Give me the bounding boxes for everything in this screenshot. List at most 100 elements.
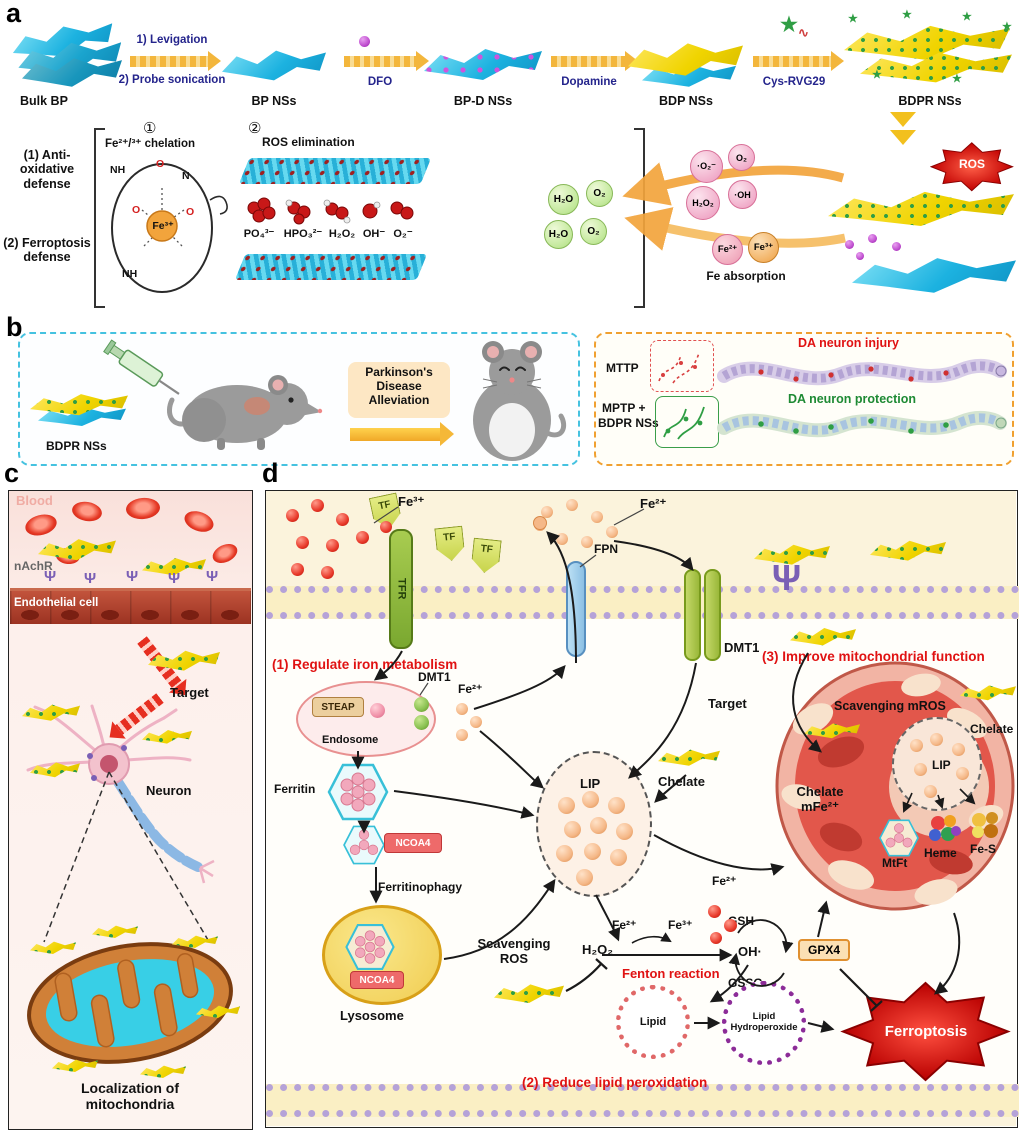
bp-ns-icon bbox=[222, 50, 326, 81]
fe2-label: Fe²⁺ bbox=[717, 244, 738, 255]
flow-arrow-icon bbox=[344, 51, 429, 71]
alleviation-box bbox=[348, 362, 450, 418]
defense-1-label: (1) Anti-oxidative defense bbox=[2, 148, 92, 191]
fe2-sphere bbox=[956, 767, 969, 780]
lip-label: LIP bbox=[580, 776, 601, 791]
product-label: H₂O bbox=[553, 194, 574, 205]
injured-neuron-box bbox=[650, 340, 714, 392]
worm-comparison-box bbox=[594, 332, 1014, 466]
ros-species-label: O₂ bbox=[736, 152, 747, 163]
circled-2: ② bbox=[248, 120, 262, 137]
dfo-molecule-icon bbox=[868, 234, 877, 243]
fe2-endosome-label: Fe²⁺ bbox=[458, 682, 483, 696]
target-label-d: Target bbox=[708, 696, 747, 711]
atom-o: O bbox=[186, 206, 195, 218]
section-1-label: (1) Regulate iron metabolism bbox=[272, 657, 458, 672]
endothelial-band bbox=[10, 588, 251, 624]
ncoa4-label: NCOA4 bbox=[395, 837, 431, 849]
scavenging-ros-label: Scavenging ROS bbox=[472, 936, 556, 967]
fe2-sphere bbox=[564, 821, 581, 838]
chelation-label: Fe²⁺/³⁺ chelation bbox=[104, 138, 196, 150]
h2o2-label: H₂O₂ bbox=[582, 942, 614, 957]
bdpr-ns-icon: ★ ★ ★ ★ ★ ★ bbox=[842, 9, 1018, 92]
fe3-label: Fe³⁺ bbox=[753, 242, 774, 253]
bulk-bp-label: Bulk BP bbox=[20, 94, 68, 108]
worm-protected-icon bbox=[717, 410, 1007, 438]
rvg29-star-icon: ★ bbox=[952, 73, 962, 85]
product-circle: H₂O bbox=[544, 220, 573, 249]
atom-nh: NH bbox=[110, 164, 126, 176]
fe3-sphere bbox=[311, 499, 324, 512]
panel-c-tag: c bbox=[4, 458, 20, 488]
oh-radical-label: OH· bbox=[738, 944, 762, 959]
nachr-receptor-icon: Ψ bbox=[44, 568, 57, 585]
molecule-label: HPO₃²⁻ bbox=[283, 228, 323, 240]
ros-species-label: ·O₂⁻ bbox=[697, 161, 716, 171]
bp-ns-label: BP NSs bbox=[251, 94, 297, 108]
ros-species-circle: H₂O₂ bbox=[686, 186, 720, 220]
tfr-receptor: TFR bbox=[389, 529, 413, 649]
atom-o: O bbox=[156, 158, 165, 170]
fe3-circle: Fe³⁺ bbox=[748, 232, 779, 263]
fe2-circle: Fe²⁺ bbox=[712, 234, 743, 265]
panel-b-tag: b bbox=[6, 312, 23, 342]
protected-neuron-sketch bbox=[663, 406, 705, 440]
fe3-sphere bbox=[336, 513, 349, 526]
bp-d-ns-icon bbox=[424, 49, 542, 80]
lipid-circle: Lipid bbox=[616, 985, 690, 1059]
bdpr-sheet-icon bbox=[790, 628, 856, 646]
fe2-sphere bbox=[470, 716, 482, 728]
bdpr-mini-sheet-icon bbox=[494, 984, 564, 1003]
mito-lip-label: LIP bbox=[932, 758, 951, 772]
bdpr-injection-icon bbox=[30, 388, 132, 432]
bdp-ns-label: BDP NSs bbox=[659, 94, 713, 108]
fpn-channel bbox=[566, 561, 586, 657]
nachr-label: nAchR bbox=[14, 559, 53, 573]
fe2-sphere bbox=[616, 823, 633, 840]
localization-line1: Localization of bbox=[81, 1080, 179, 1096]
chelate-mfe-line1: Chelate bbox=[796, 784, 844, 799]
fe3-sphere bbox=[296, 536, 309, 549]
fe2-sphere bbox=[952, 743, 965, 756]
chelate-mfe-label: Chelate mFe²⁺ bbox=[784, 784, 856, 815]
bp-lattice-strip bbox=[234, 254, 428, 280]
bdpr-ns-label-b: BDPR NSs bbox=[46, 439, 107, 453]
ferritin-label: Ferritin bbox=[274, 782, 316, 796]
fe2-sphere bbox=[914, 763, 927, 776]
bulk-bp-illustration bbox=[10, 14, 124, 90]
molecule-label: PO₄³⁻ bbox=[243, 228, 275, 240]
product-label: H₂O bbox=[548, 229, 569, 240]
chelate-mito-label: Chelate bbox=[970, 722, 1014, 736]
nachr-receptor-icon: Ψ bbox=[168, 570, 181, 587]
target-label-c: Target bbox=[170, 685, 209, 700]
steap-label: STEAP bbox=[321, 701, 355, 713]
bdpr-sheet-icon bbox=[658, 749, 720, 766]
steap-box: STEAP bbox=[312, 697, 364, 717]
fe2-sphere bbox=[556, 845, 573, 862]
ferroptosis-label: Ferroptosis bbox=[884, 1023, 968, 1040]
panel-d-tag: d bbox=[262, 458, 279, 488]
fe2-transfer-label: Fe²⁺ bbox=[712, 874, 737, 888]
step-dfo-label: DFO bbox=[367, 76, 393, 88]
ncoa4-label: NCOA4 bbox=[359, 974, 395, 986]
rvg29-star-icon: ★ bbox=[1002, 21, 1012, 33]
fe2-sphere bbox=[582, 791, 599, 808]
atom-n: N bbox=[182, 170, 190, 182]
mtft-icon bbox=[879, 819, 919, 857]
product-label: O₂ bbox=[593, 188, 606, 199]
molecule-label: O₂⁻ bbox=[393, 228, 413, 240]
fe2-sphere bbox=[576, 869, 593, 886]
lipid-hydro-line2: Hydroperoxide bbox=[730, 1022, 798, 1033]
fe2-sphere bbox=[608, 797, 625, 814]
fenton-fe3-label: Fe³⁺ bbox=[668, 918, 693, 932]
fe3-sphere bbox=[724, 919, 737, 932]
mtft-label: MtFt bbox=[882, 856, 908, 870]
plasma-membrane-top bbox=[266, 586, 1019, 619]
fe2-sphere bbox=[541, 506, 553, 518]
panel-a-tag: a bbox=[6, 0, 22, 28]
fpn-label: FPN bbox=[594, 542, 618, 556]
rvg29-star-icon: ★ bbox=[902, 9, 912, 21]
zoom-dashed-lines bbox=[43, 771, 209, 943]
mouse-after-icon bbox=[473, 341, 567, 461]
cys-linker-icon: ∿ bbox=[798, 25, 809, 40]
